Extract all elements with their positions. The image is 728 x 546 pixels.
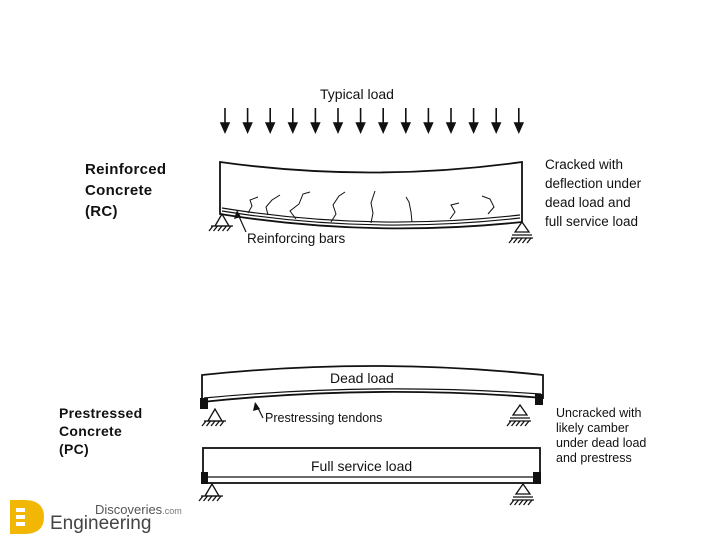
logo-domain: .com (162, 506, 182, 516)
load-arrow-head (468, 122, 479, 134)
roller-support (513, 220, 531, 233)
logo-discoveries: Discoveries (95, 502, 163, 517)
rc-load-label: Typical load (320, 86, 394, 102)
pc-service-beam (202, 447, 541, 484)
load-arrow-head (242, 122, 253, 134)
roller-support (514, 482, 532, 495)
support-hatch (205, 420, 212, 427)
support-hatch (512, 237, 519, 244)
support-hatch (526, 237, 532, 244)
support-hatch (506, 420, 512, 427)
load-arrows (219, 108, 525, 134)
pc-note-line3: under dead load (556, 436, 647, 450)
pc-type-label-line3: (PC) (59, 441, 89, 457)
pc-type-label-line2: Concrete (59, 423, 123, 439)
service-anchor-left (201, 472, 208, 484)
load-arrow-head (355, 122, 366, 134)
load-arrow-head (287, 122, 299, 134)
load-arrow-head (332, 122, 344, 134)
rc-note-line1: Cracked with (545, 157, 624, 172)
rc-beam (219, 160, 523, 230)
rc-type-label-line3: (RC) (85, 203, 118, 220)
pc-leader (253, 402, 264, 419)
support-hatch (518, 499, 524, 506)
pc-dead-load-label: Dead load (330, 370, 394, 386)
support-hatch (519, 420, 526, 427)
pc-anchor-right (535, 394, 543, 405)
load-arrow-head (219, 122, 231, 134)
rc-type-label-line1: Reinforced (85, 161, 167, 178)
support-hatch (521, 237, 528, 244)
support-hatch (524, 420, 530, 427)
load-arrow-head (423, 122, 434, 134)
support-hatch (210, 420, 216, 427)
load-arrow-head (490, 122, 502, 134)
rc-note-line3: dead load and (545, 195, 631, 210)
support-hatch (226, 225, 232, 232)
support-hatch (513, 499, 520, 506)
support-hatch (208, 225, 214, 232)
support-hatch (201, 420, 207, 427)
rc-note-line4: full service load (545, 214, 639, 229)
support-hatch (515, 420, 521, 427)
support-hatch (217, 225, 223, 232)
pc-note-line2: likely camber (556, 421, 629, 435)
support-hatch (522, 499, 529, 506)
support-hatch (510, 420, 517, 427)
logo-mark (10, 500, 44, 534)
rc-bars-label: Reinforcing bars (247, 231, 346, 246)
load-arrow-head (400, 122, 412, 134)
load-arrow-head (264, 122, 276, 134)
support-hatch (214, 420, 221, 427)
support-hatch (219, 420, 225, 427)
rc-note-line2: deflection under (545, 176, 642, 191)
pin-support (206, 407, 224, 422)
load-arrow-head (377, 122, 389, 134)
support-hatch (211, 495, 218, 502)
support-hatch (517, 237, 523, 244)
pc-tendon-label: Prestressing tendons (265, 411, 383, 425)
rc-leader (234, 210, 247, 233)
support-hatch (202, 495, 209, 502)
support-hatch (198, 495, 204, 502)
pc-anchor-left (200, 398, 208, 409)
roller-support (511, 403, 529, 416)
logo-engineering: Engineering (50, 513, 152, 534)
pc-type-label-line1: Prestressed (59, 405, 143, 421)
load-arrow-head (310, 122, 321, 134)
pin-support (203, 482, 221, 497)
pc-note-line1: Uncracked with (556, 406, 642, 420)
support-hatch (212, 225, 219, 232)
support-hatch (216, 495, 222, 502)
load-arrow-head (513, 122, 525, 134)
support-hatch (508, 237, 514, 244)
supports (198, 212, 534, 506)
rc-type-label-line2: Concrete (85, 182, 153, 199)
support-hatch (527, 499, 533, 506)
support-hatch (221, 225, 228, 232)
pc-service-load-label: Full service load (311, 458, 413, 474)
support-hatch (207, 495, 213, 502)
logo-top-text: Discoveries.com (95, 502, 182, 517)
support-hatch (509, 499, 515, 506)
rc-cracks (247, 190, 495, 224)
service-anchor-right (533, 472, 541, 484)
load-arrow-head (445, 122, 457, 134)
pc-note-line4: and prestress (556, 451, 632, 465)
